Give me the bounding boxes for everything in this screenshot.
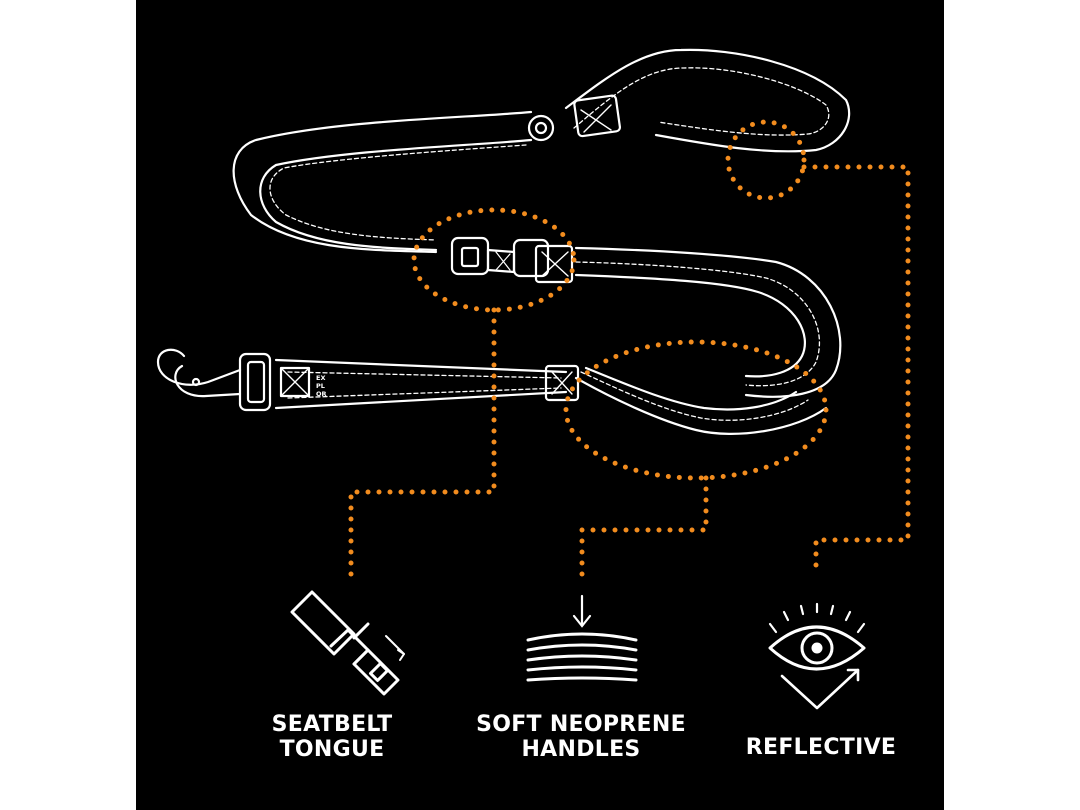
dog-leash bbox=[156, 48, 851, 435]
feature-label-neoprene: SOFT NEOPRENE HANDLES bbox=[456, 712, 706, 762]
feature-label-reflective: REFLECTIVE bbox=[721, 735, 921, 760]
soft-handle-icon bbox=[526, 594, 638, 682]
adjuster-highlight bbox=[411, 207, 577, 313]
reflective-eye-icon bbox=[768, 602, 866, 710]
feature-label-reflective-line-1: REFLECTIVE bbox=[745, 735, 897, 760]
feature-label-neoprene-line-2: HANDLES bbox=[521, 737, 641, 762]
feature-label-seatbelt-line-2: TONGUE bbox=[279, 737, 385, 762]
feature-label-seatbelt: SEATBELT TONGUE bbox=[232, 712, 432, 762]
neoprene-connector bbox=[579, 475, 709, 583]
product-diagram-panel: EX PL OR bbox=[136, 0, 944, 810]
brand-line-2: PL bbox=[316, 382, 325, 390]
seatbelt-connector bbox=[348, 307, 497, 588]
leash-diagram: EX PL OR bbox=[156, 48, 911, 710]
handle-highlight bbox=[563, 339, 829, 481]
seatbelt-tongue-icon bbox=[290, 590, 405, 696]
callout-lines bbox=[348, 119, 911, 588]
feature-label-seatbelt-line-1: SEATBELT bbox=[271, 712, 393, 737]
brand-mark: EX PL OR bbox=[316, 374, 327, 398]
brand-line-1: EX bbox=[316, 374, 325, 382]
reflective-connector bbox=[801, 164, 911, 575]
feature-label-neoprene-line-1: SOFT NEOPRENE bbox=[476, 712, 686, 737]
reflective-highlight bbox=[725, 119, 807, 201]
brand-line-3: OR bbox=[316, 390, 327, 398]
